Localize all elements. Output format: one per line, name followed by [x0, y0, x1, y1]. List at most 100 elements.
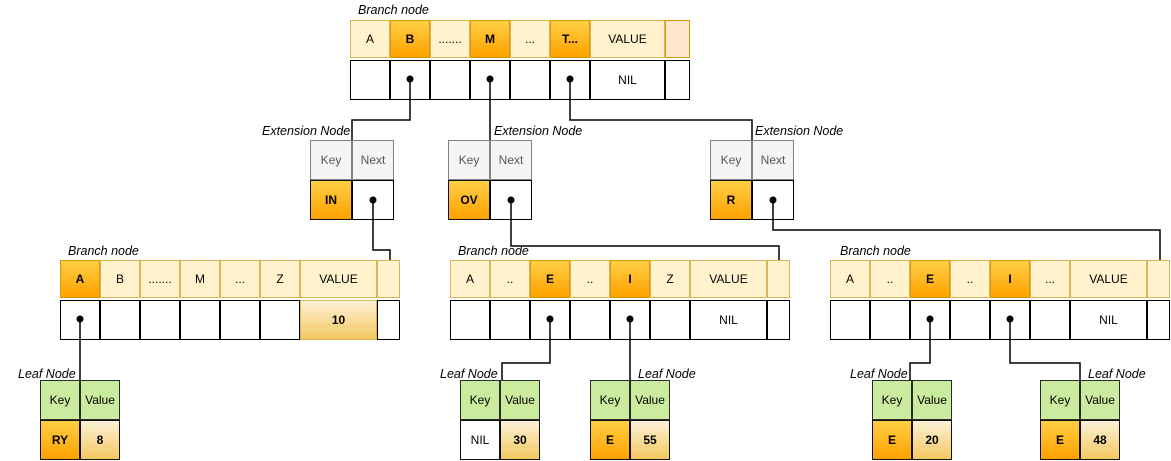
branch-key-row: A .. E .. I Z VALUE [450, 260, 790, 298]
branch-key-cell: .. [570, 260, 610, 298]
ext-header-row: Key Next [448, 140, 532, 180]
branch-key-cell: B [100, 260, 140, 298]
leaf-node-nil: Leaf Node Key Value NIL 30 [440, 367, 540, 460]
branch-value-cell: NIL [690, 300, 767, 340]
leaf-header-cell: Key [590, 380, 630, 420]
leaf-header-cell: Value [500, 380, 540, 420]
ext-key-cell: IN [310, 180, 352, 220]
leaf-header-cell: Key [460, 380, 500, 420]
branch-value-header-cell: VALUE [300, 260, 377, 298]
branch-value-cell: NIL [1070, 300, 1147, 340]
branch-key-cell: ... [510, 20, 550, 58]
node-type-label: Leaf Node [18, 367, 76, 381]
leaf-header-row: Key Value [590, 380, 670, 420]
branch-key-cell-highlight: E [530, 260, 570, 298]
leaf-value-cell: 8 [80, 420, 120, 460]
leaf-header-row: Key Value [40, 380, 120, 420]
ext-header-row: Key Next [310, 140, 394, 180]
branch-key-cell-highlight: T... [550, 20, 590, 58]
branch-pointer-cell [180, 300, 220, 340]
leaf-value-row: NIL 30 [460, 420, 540, 460]
branch-key-cell-highlight: I [610, 260, 650, 298]
leaf-value-cell: 55 [630, 420, 670, 460]
ext-header-cell: Key [310, 140, 352, 180]
branch-pointer-cell [470, 60, 510, 100]
branch-spare-cell [665, 20, 690, 58]
branch-node-a: Branch node A B ....... M ... Z VALUE 10 [60, 244, 400, 340]
ext-header-cell: Key [448, 140, 490, 180]
branch-pointer-row: NIL [350, 60, 690, 100]
branch-pointer-row: NIL [830, 300, 1170, 340]
ext-next-cell [752, 180, 794, 220]
ext-header-row: Key Next [710, 140, 794, 180]
node-type-label: Extension Node [494, 124, 583, 138]
branch-pointer-cell [830, 300, 870, 340]
ext-key-cell: R [710, 180, 752, 220]
branch-spare-cell [1147, 260, 1170, 298]
branch-pointer-cell [870, 300, 910, 340]
node-type-label: Extension Node [262, 124, 351, 138]
leaf-key-cell: E [1040, 420, 1080, 460]
branch-key-cell-highlight: A [60, 260, 100, 298]
leaf-header-cell: Value [80, 380, 120, 420]
branch-value-header-cell: VALUE [1070, 260, 1147, 298]
leaf-value-row: E 20 [872, 420, 952, 460]
branch-pointer-cell [220, 300, 260, 340]
ext-value-row: OV [448, 180, 532, 220]
branch-pointer-cell [530, 300, 570, 340]
branch-pointer-cell [260, 300, 300, 340]
leaf-header-cell: Key [872, 380, 912, 420]
leaf-header-cell: Key [40, 380, 80, 420]
leaf-node-e20: Leaf Node Key Value E 20 [850, 367, 952, 460]
branch-pointer-cell [550, 60, 590, 100]
ext-value-row: R [710, 180, 794, 220]
branch-pointer-cell [350, 60, 390, 100]
branch-key-cell: Z [650, 260, 690, 298]
branch-value-header-cell: VALUE [590, 20, 665, 58]
branch-key-cell: .. [950, 260, 990, 298]
leaf-header-cell: Value [630, 380, 670, 420]
branch-key-cell: ... [220, 260, 260, 298]
leaf-header-cell: Key [1040, 380, 1080, 420]
branch-key-cell: ....... [140, 260, 180, 298]
branch-key-cell-highlight: M [470, 20, 510, 58]
leaf-header-cell: Value [912, 380, 952, 420]
branch-spare-pointer-cell [1147, 300, 1170, 340]
node-type-label: Leaf Node [440, 367, 498, 381]
branch-pointer-cell [450, 300, 490, 340]
ext-header-cell: Next [752, 140, 794, 180]
ext-value-row: IN [310, 180, 394, 220]
extension-node-in: Extension Node Key Next IN [262, 124, 394, 220]
branch-spare-cell [377, 260, 400, 298]
branch-key-cell-highlight: E [910, 260, 950, 298]
ext-key-cell: OV [448, 180, 490, 220]
leaf-value-row: RY 8 [40, 420, 120, 460]
extension-node-r: Extension Node Key Next R [710, 124, 843, 220]
leaf-key-cell: RY [40, 420, 80, 460]
leaf-value-row: E 55 [590, 420, 670, 460]
node-type-label: Leaf Node [1088, 367, 1146, 381]
branch-pointer-row: NIL [450, 300, 790, 340]
node-type-label: Leaf Node [638, 367, 696, 381]
branch-key-cell: A [830, 260, 870, 298]
branch-pointer-cell [390, 60, 430, 100]
leaf-header-cell: Value [1080, 380, 1120, 420]
ext-header-cell: Next [490, 140, 532, 180]
node-type-label: Branch node [68, 244, 139, 258]
ext-header-cell: Key [710, 140, 752, 180]
branch-spare-cell [767, 260, 790, 298]
leaf-node-e55: Leaf Node Key Value E 55 [590, 367, 696, 460]
leaf-header-row: Key Value [872, 380, 952, 420]
branch-key-cell: Z [260, 260, 300, 298]
branch-key-cell: .. [870, 260, 910, 298]
branch-key-cell: .. [490, 260, 530, 298]
branch-pointer-cell [990, 300, 1030, 340]
branch-pointer-cell [950, 300, 990, 340]
branch-key-cell-highlight: B [390, 20, 430, 58]
branch-pointer-cell [1030, 300, 1070, 340]
branch-pointer-row: 10 [60, 300, 400, 340]
branch-pointer-cell [910, 300, 950, 340]
ext-next-cell [352, 180, 394, 220]
branch-key-cell: M [180, 260, 220, 298]
